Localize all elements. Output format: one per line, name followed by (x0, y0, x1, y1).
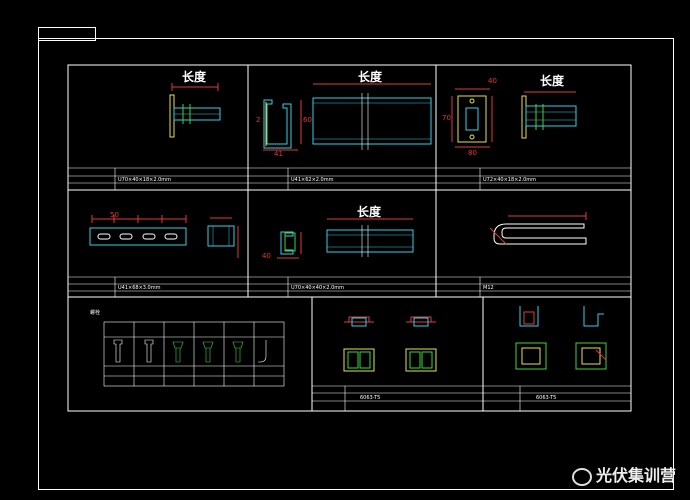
length-label-b2: 长度 (357, 205, 382, 219)
dim-50: 50 (110, 211, 119, 219)
watermark: 光伏集训营 (571, 462, 676, 486)
detail-a1 (169, 83, 221, 138)
bolt-table-title: 螺栓 (90, 310, 101, 316)
spec-b3: M12 (483, 285, 494, 291)
detail-c2 (343, 316, 437, 372)
spec-a3: U72×40×18×2.0mm (483, 177, 537, 183)
material-c3: 6063-T5 (536, 395, 557, 401)
detail-b2 (277, 218, 414, 259)
detail-c3 (515, 306, 607, 370)
dim-70: 70 (442, 114, 451, 122)
length-label-a2: 长度 (358, 70, 383, 84)
spec-b1: U41×68×3.0mm (118, 285, 161, 291)
drawing-border (38, 38, 674, 490)
detail-b3 (489, 212, 587, 245)
dim-41: 41 (274, 150, 283, 158)
dim-40-a3: 40 (488, 77, 497, 85)
dim-80: 80 (468, 149, 477, 157)
detail-a3 (451, 88, 577, 148)
spec-b2: U70×40×40×2.0mm (291, 285, 345, 291)
wechat-icon (571, 467, 592, 486)
dim-60: 60 (303, 116, 312, 124)
dim-2: 2 (256, 116, 261, 124)
detail-b1 (89, 215, 239, 258)
dim-40-b2: 40 (262, 252, 271, 260)
length-label-a1: 长度 (182, 70, 207, 84)
bolt-table (103, 321, 285, 387)
spec-a1: U70×40×18×2.0mm (118, 177, 172, 183)
spec-a2: U41×62×2.0mm (291, 177, 334, 183)
detail-a2 (263, 83, 432, 151)
title-tab (38, 27, 96, 41)
length-label-a3: 长度 (540, 74, 565, 88)
inner-frame (67, 64, 632, 412)
watermark-text: 光伏集训营 (595, 466, 676, 485)
material-c2: 6063-T5 (360, 395, 381, 401)
